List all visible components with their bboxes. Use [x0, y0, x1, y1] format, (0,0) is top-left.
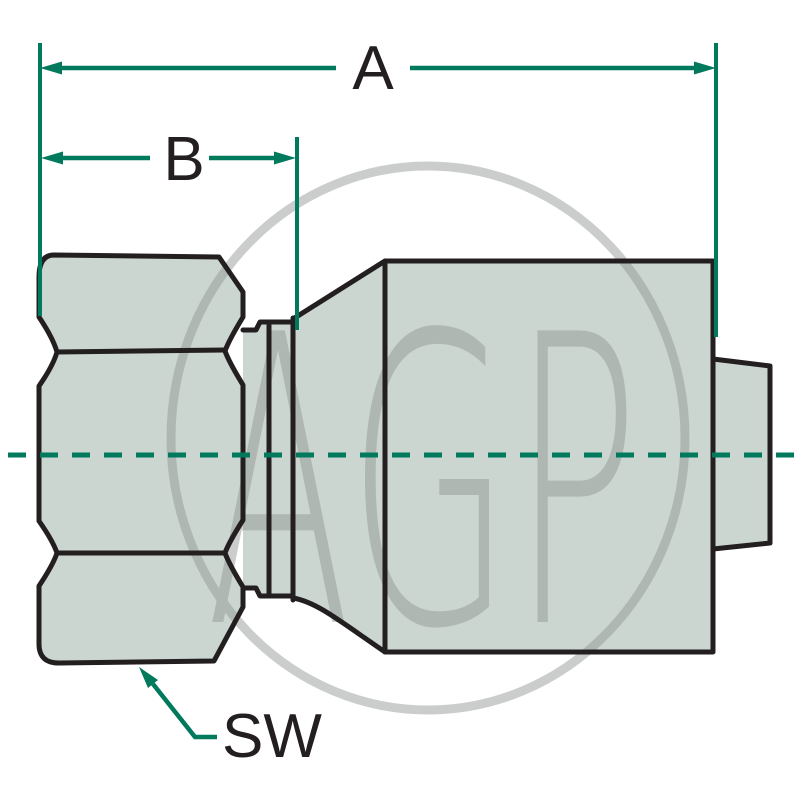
sw-leader-line — [151, 682, 217, 740]
hex-nut-fill — [39, 255, 243, 663]
collar-top-edge — [240, 319, 296, 333]
wrench-size-label: SW — [222, 702, 322, 771]
collar-bottom-edge — [240, 585, 296, 599]
dim-a-label: A — [352, 34, 394, 103]
arrowhead-a-left — [40, 61, 62, 75]
dimension-labels: A B SW — [163, 34, 394, 771]
hex-face-line-upper — [54, 347, 228, 355]
nipple-fill — [713, 359, 770, 549]
dimension-lines — [8, 43, 796, 740]
watermark: AGP — [166, 161, 690, 717]
watermark-text: AGP — [206, 252, 639, 717]
nipple-outline — [710, 356, 773, 552]
arrowhead-sw — [139, 667, 158, 688]
watermark-ellipse — [166, 161, 690, 715]
fitting-outlines — [36, 252, 773, 666]
socket-outline — [290, 258, 716, 655]
arrowhead-b-left — [41, 151, 63, 165]
hex-nut-outline — [36, 252, 246, 666]
dim-b-label: B — [163, 125, 204, 194]
arrowhead-a-right — [694, 61, 716, 75]
arrowhead-b-right — [274, 151, 296, 165]
dimension-arrowheads — [40, 61, 716, 688]
